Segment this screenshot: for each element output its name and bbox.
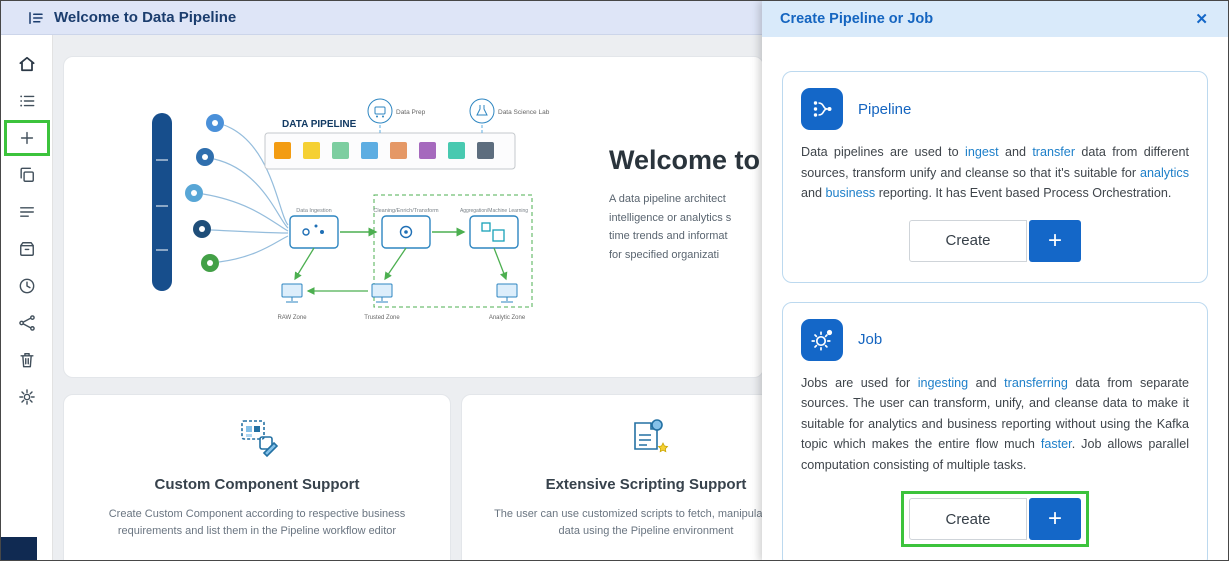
description-text: Jobs are used for bbox=[801, 375, 918, 390]
description-text: . Job allows parallel computation consis… bbox=[801, 437, 1189, 472]
job-card-title: Job bbox=[858, 331, 883, 349]
job-create-plus-button[interactable]: + bbox=[1029, 498, 1081, 541]
pipeline-create-plus-button[interactable]: + bbox=[1029, 219, 1081, 262]
close-icon[interactable]: ✕ bbox=[1195, 11, 1208, 28]
svg-text:Data Science Lab: Data Science Lab bbox=[498, 109, 550, 116]
job-create-button[interactable]: Create bbox=[909, 498, 1027, 541]
welcome-title: Welcome to bbox=[609, 145, 761, 175]
svg-text:Data Ingestion: Data Ingestion bbox=[296, 208, 331, 214]
description-text: reporting. It has Event based Process Or… bbox=[875, 186, 1172, 201]
sidebar-item-copy[interactable] bbox=[1, 156, 53, 193]
pipeline-option-card: Pipeline Data pipelines are used to inge… bbox=[782, 71, 1208, 283]
sidebar-item-menu[interactable] bbox=[1, 193, 53, 230]
inline-link[interactable]: business bbox=[825, 186, 876, 201]
sidebar-item-history[interactable] bbox=[1, 267, 53, 304]
job-icon bbox=[801, 318, 843, 361]
pipeline-card-title: Pipeline bbox=[858, 100, 912, 118]
feature-title: Custom Component Support bbox=[154, 476, 360, 493]
feature-description: Create Custom Component according to res… bbox=[108, 508, 406, 538]
svg-text:RAW Zone: RAW Zone bbox=[277, 315, 307, 321]
panel-title: Create Pipeline or Job bbox=[780, 11, 934, 27]
scripting-icon bbox=[634, 419, 669, 453]
description-text: Data pipelines are used to bbox=[801, 145, 966, 159]
storage-box-icon bbox=[19, 241, 34, 256]
pipeline-create-row: Create + bbox=[801, 219, 1189, 262]
svg-text:Cleaning/Enrich/Transform: Cleaning/Enrich/Transform bbox=[373, 208, 439, 214]
job-card-head: Job bbox=[801, 318, 1189, 361]
pipeline-card-head: Pipeline bbox=[801, 88, 1189, 130]
svg-text:DATA PIPELINE: DATA PIPELINE bbox=[282, 119, 357, 130]
inline-link[interactable]: ingesting bbox=[917, 375, 969, 390]
clock-icon bbox=[19, 278, 34, 293]
welcome-paragraph: A data pipeline architect intelligence o… bbox=[609, 193, 732, 262]
description-text: data from different sources, transform u… bbox=[801, 145, 1189, 180]
job-description: Jobs are used for ingesting and transfer… bbox=[801, 373, 1189, 476]
feature-description: The user can use customized scripts to f… bbox=[494, 508, 798, 538]
hero-card: DATA PIPELINE Data Prep bbox=[63, 56, 764, 378]
page-title: Welcome to Data Pipeline bbox=[54, 9, 237, 26]
inline-link[interactable]: transferring bbox=[1004, 375, 1068, 390]
sidebar-item-settings[interactable] bbox=[1, 378, 53, 415]
welcome-section: Welcome to A data pipeline architect int… bbox=[609, 145, 909, 265]
sidebar-item-workflow[interactable] bbox=[1, 304, 53, 341]
panel-header: Create Pipeline or Job ✕ bbox=[762, 1, 1228, 37]
pipeline-description: Data pipelines are used to ingest and tr… bbox=[801, 142, 1189, 204]
svg-text:Aggregation/Machine Learning: Aggregation/Machine Learning bbox=[460, 208, 528, 214]
job-option-card: Job Jobs are used for ingesting and tran… bbox=[782, 301, 1208, 560]
svg-text:Trusted Zone: Trusted Zone bbox=[364, 315, 400, 321]
inline-link[interactable]: faster bbox=[1040, 437, 1072, 452]
workflow-icon bbox=[18, 314, 35, 331]
feature-title: Extensive Scripting Support bbox=[545, 476, 747, 493]
job-create-row: Create + bbox=[801, 491, 1189, 548]
svg-text:Analytic Zone: Analytic Zone bbox=[489, 315, 526, 321]
plus-icon bbox=[20, 131, 33, 144]
gear-icon bbox=[18, 388, 35, 405]
inline-link[interactable]: ingest bbox=[965, 145, 999, 159]
home-icon bbox=[18, 56, 35, 71]
sidebar bbox=[1, 35, 53, 560]
sidebar-item-home[interactable] bbox=[1, 45, 53, 82]
sidebar-item-storage[interactable] bbox=[1, 230, 53, 267]
inline-link[interactable]: analytics bbox=[1140, 165, 1189, 180]
trash-icon bbox=[19, 352, 34, 367]
svg-text:Data Prep: Data Prep bbox=[396, 109, 426, 116]
pipeline-diagram: DATA PIPELINE Data Prep bbox=[152, 98, 550, 321]
sidebar-item-pipeline-list[interactable] bbox=[1, 82, 53, 119]
menu-lines-icon bbox=[19, 206, 34, 217]
copy-icon bbox=[19, 167, 34, 182]
feature-card-custom-component: Custom Component Support Create Custom C… bbox=[63, 394, 451, 560]
description-text: and bbox=[998, 145, 1033, 159]
create-pipeline-or-job-panel: Create Pipeline or Job ✕ Pipeline Data p… bbox=[762, 1, 1228, 560]
description-text: and bbox=[801, 186, 826, 201]
bottom-left-brand-block bbox=[1, 537, 37, 560]
highlight-box-job-create: Create + bbox=[901, 491, 1089, 548]
sidebar-item-trash[interactable] bbox=[1, 341, 53, 378]
description-text: data from separate sources. The user can… bbox=[801, 375, 1189, 452]
pipeline-app-icon bbox=[29, 11, 43, 24]
pipeline-list-icon bbox=[19, 95, 34, 106]
pipeline-create-button[interactable]: Create bbox=[909, 219, 1027, 262]
inline-link[interactable]: transfer bbox=[1032, 145, 1076, 159]
custom-component-icon bbox=[241, 420, 279, 458]
description-text: and bbox=[968, 375, 1005, 390]
pipeline-icon bbox=[801, 88, 843, 130]
sidebar-item-create[interactable] bbox=[1, 119, 53, 156]
